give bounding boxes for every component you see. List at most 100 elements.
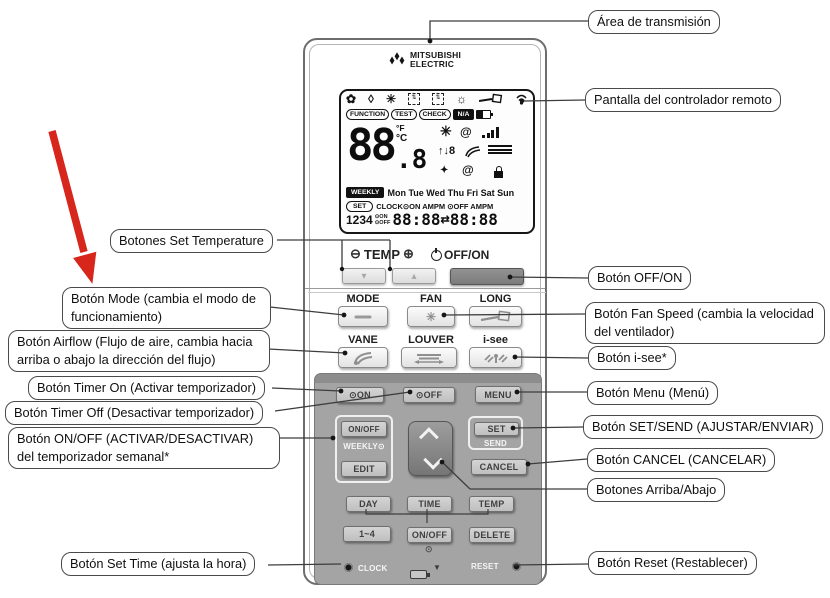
edit-button[interactable]: EDIT [341,461,387,477]
unit-fahrenheit: °F [395,123,405,133]
weekly-onoff-button[interactable]: ON/OFF [341,421,387,437]
lcd-day-row: WEEKLY Mon Tue Wed Thu Fri Sat Sun [346,187,528,198]
na-badge: N/A [452,109,475,120]
set-send-group: SET SEND [468,416,523,450]
time-button[interactable]: TIME [407,496,452,512]
minus-circle-icon: ⊖ [350,246,361,261]
time-arrow-icon: ⇄ [440,214,450,226]
fan-label: FAN [420,293,442,305]
delete-button[interactable]: DELETE [469,527,515,543]
brand-logo: MITSUBISHI ELECTRIC [305,51,545,68]
sparkle-icon: ✦ [440,165,449,176]
mode-dash-icon [354,315,372,318]
brand-line1: MITSUBISHI [409,50,462,60]
chevron-up-icon [418,427,439,448]
timer-on-flag: ⊙ON [374,213,388,220]
weekly-label: WEEKLY⊙ [343,442,385,451]
day-button[interactable]: DAY [346,496,391,512]
time-end: 88:88 [449,210,498,229]
lock-icon [494,166,503,178]
fan-button[interactable]: ✳ [407,306,455,327]
timer-off-flag: ⊙OFF [374,219,391,226]
clock-line: CLOCK⊙ON AMPM ⊙OFF AMPM [376,202,494,211]
fan-speed-icon: ✳ [440,123,452,139]
callout-reset: Botón Reset (Restablecer) [588,551,757,576]
long-button[interactable] [469,306,522,327]
temp-decimal: .8 [395,145,428,175]
unit-celsius: °C [395,133,408,144]
mini-clock-icon: ⊙ [425,544,433,554]
up-down-rocker[interactable] [408,421,453,476]
callout-display: Pantalla del controlador remoto [585,88,781,113]
callout-timer-off: Botón Timer Off (Desactivar temporizador… [5,401,264,426]
fan-glyph-icon: ✳ [425,309,437,324]
offon-button[interactable] [450,268,524,285]
callout-menu: Botón Menu (Menú) [587,381,719,406]
timer-numbers: 1234 [346,212,373,227]
callout-fan-speed: Botón Fan Speed (cambia la velocidad del… [585,302,825,345]
day-thu: Thu [447,187,465,198]
timer-off-button[interactable]: ⊙OFF [403,387,455,403]
callout-set-send: Botón SET/SEND (AJUSTAR/ENVIAR) [583,415,823,440]
set-badge: SET [346,201,374,212]
vane-button[interactable] [338,347,388,368]
auto-mode-icon: ✿ [346,92,357,106]
day-tue: Tue [408,187,424,198]
day-mon: Mon [387,187,406,198]
lcd-mode-icon-row: ✿ ◊ ✳ ⇅ ⇅ ☼ [346,93,528,105]
range-1-4-button[interactable]: 1~4 [343,526,391,542]
louver-glyph-icon [414,353,444,364]
callout-cancel: Botón CANCEL (CANCELAR) [587,448,776,473]
offon-label-row: OFF/ON [431,247,489,262]
cancel-button[interactable]: CANCEL [471,459,527,475]
temp-up-button[interactable]: ▴ [392,268,436,284]
lcd-timer-row: 1234 ⊙ON ⊙OFF 88:88 ⇄ 88:88 [346,210,528,229]
weekly-badge: WEEKLY [346,187,385,198]
weekly-timer-group: ON/OFF WEEKLY⊙ EDIT [335,415,393,483]
timer-on-button[interactable]: ⊙ON [336,387,384,403]
chevron-down-icon [422,449,443,470]
timer-onoff-button[interactable]: ON/OFF [407,527,452,543]
vane-label: VANE [348,334,378,346]
mode-button[interactable] [338,306,388,327]
battery-arrow-icon: ▼ [433,563,441,572]
mode-label: MODE [346,293,380,305]
remote-controller: MITSUBISHI ELECTRIC ✿ ◊ ✳ ⇅ ⇅ ☼ [303,38,547,585]
remote-display: ✿ ◊ ✳ ⇅ ⇅ ☼ FUNCTION TEST CHECK [339,89,535,234]
temp-digits: 88 [347,120,397,171]
temp-down-button[interactable]: ▾ [342,268,386,284]
isee-button[interactable] [469,347,522,368]
fan-bars-icon [482,127,499,138]
swirl-icon: @ [460,125,472,139]
callout-transmission-area: Área de transmisión [588,10,720,35]
cover-edge-2 [308,292,546,293]
temp-button[interactable]: TEMP [469,496,514,512]
clock-set-button[interactable] [344,563,353,572]
reset-label: RESET [471,562,499,571]
louver-button[interactable] [401,347,457,368]
heat-mode-icon: ☼ [455,92,467,106]
cover-edge [305,288,545,289]
set-button[interactable]: SET [474,422,519,436]
callout-isee: Botón i-see* [588,346,676,371]
lcd-status-cluster: ✳ @ ↑↓8 ✦ @ [438,123,526,183]
vane-icon [465,146,481,158]
callout-set-time: Botón Set Time (ajusta la hora) [61,552,256,577]
lcd-badge-row: FUNCTION TEST CHECK N/A [346,109,528,120]
louver-label: LOUVER [408,334,454,346]
mitsubishi-diamond-icon [389,52,405,65]
reset-button[interactable] [512,562,521,571]
send-label: SEND [483,439,508,448]
fan-mode-icon: ✳ [385,92,397,106]
clock-label: CLOCK [358,564,388,573]
panel-top-edge [315,374,541,383]
callout-up-down: Botones Arriba/Abajo [587,478,726,503]
temp-label: TEMP [363,246,401,262]
check-badge: CHECK [418,109,451,120]
menu-button[interactable]: MENU [475,386,521,403]
long-airflow-icon [478,93,503,104]
day-wed: Wed [426,187,446,198]
lcd-clock-row: SET CLOCK⊙ON AMPM ⊙OFF AMPM [346,201,528,212]
vane-swing2-icon: ⇅ [432,93,444,105]
